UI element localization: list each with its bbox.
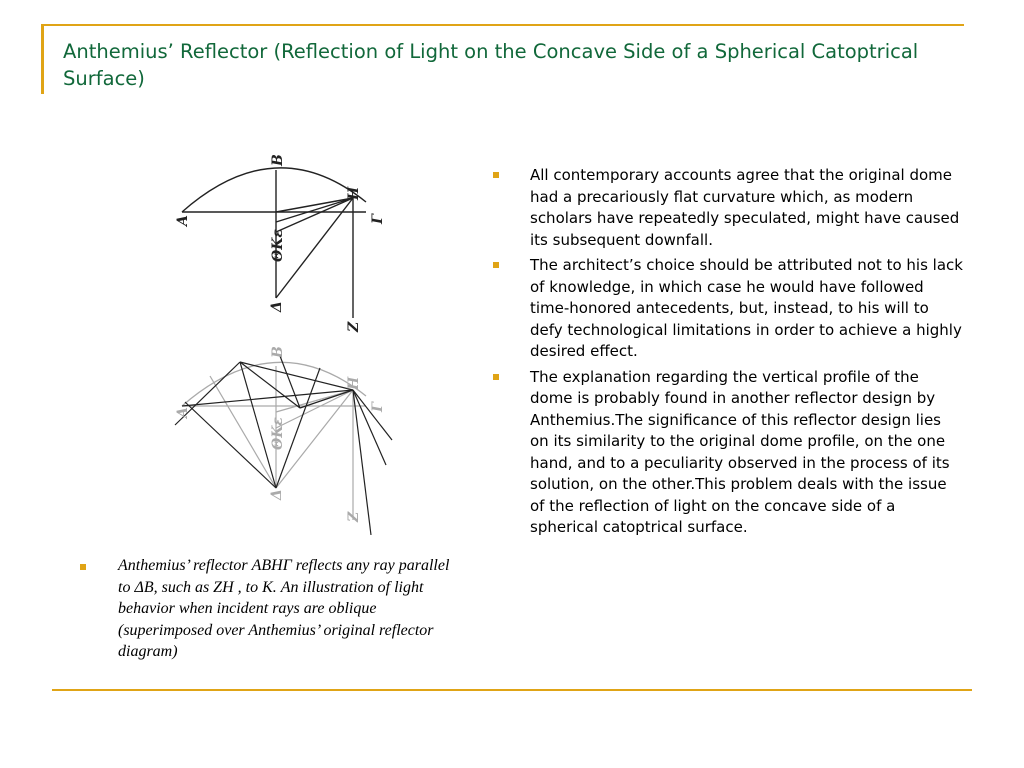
slide-title: Anthemius’ Reflector (Reflection of Ligh… — [63, 40, 919, 90]
label-a: A — [175, 215, 191, 228]
square-bullet-icon — [493, 172, 499, 178]
dark-ray-2 — [239, 361, 354, 391]
label-a-light: A — [175, 407, 191, 420]
dark-ray-6 — [239, 361, 277, 489]
bullet-list: All contemporary accounts agree that the… — [492, 165, 964, 543]
light-ray-h-delta — [275, 389, 354, 489]
label-gamma-light: Γ — [370, 401, 386, 413]
caption-text: Anthemius’ reflector ΑΒΗΓ reflects any r… — [118, 557, 450, 660]
dark-ray-11 — [352, 389, 387, 466]
bullet-text: The architect’s choice should be attribu… — [530, 256, 963, 360]
bullet-text: All contemporary accounts agree that the… — [530, 166, 960, 249]
dark-ray-4 — [184, 401, 277, 489]
label-z: Z — [346, 321, 362, 333]
dark-ray-8 — [239, 361, 301, 409]
reflected-ray-1 — [275, 197, 354, 213]
label-z-light: Z — [346, 511, 362, 523]
bottom-rule — [52, 689, 972, 691]
label-theta-k-epsilon: ΘΚε — [270, 229, 286, 262]
bullet-item: The explanation regarding the vertical p… — [492, 367, 964, 539]
label-h-light: H — [346, 376, 362, 391]
light-ray-3 — [209, 375, 277, 489]
reflector-arc-light — [181, 361, 367, 407]
label-b: B — [270, 154, 286, 167]
oblique-diagram-labels: A B ΘΚε H Γ Δ Z — [175, 346, 386, 523]
dark-ray-10 — [352, 389, 372, 535]
dark-ray-3 — [181, 389, 354, 407]
label-gamma: Γ — [370, 213, 386, 225]
original-diagram-labels: A B ΘΚε H Γ Δ Z — [175, 154, 386, 333]
top-rule — [44, 24, 964, 26]
bullet-text: The explanation regarding the vertical p… — [530, 367, 950, 537]
bullet-item: The architect’s choice should be attribu… — [492, 255, 964, 363]
square-bullet-icon — [493, 262, 499, 268]
dark-ray-1 — [174, 361, 241, 426]
dark-ray-5 — [275, 367, 321, 489]
label-delta: Δ — [269, 301, 285, 313]
bullet-item: All contemporary accounts agree that the… — [492, 165, 964, 251]
reflected-ray-2 — [275, 197, 354, 223]
dark-ray-12 — [352, 389, 393, 441]
reflected-ray-3 — [275, 197, 354, 233]
reflector-diagram: A B ΘΚε H Γ Δ Z A B ΘΚε H Γ Δ Z — [174, 154, 393, 535]
light-ray-2 — [275, 389, 354, 429]
original-reflector-diagram — [181, 167, 367, 318]
diagram-caption: Anthemius’ reflector ΑΒΗΓ reflects any r… — [78, 555, 463, 663]
square-bullet-icon — [80, 564, 86, 570]
left-rule — [41, 24, 44, 94]
label-h: H — [346, 186, 362, 201]
ray-h-delta — [275, 197, 354, 299]
square-bullet-icon — [493, 373, 499, 380]
label-b-light: B — [270, 346, 286, 359]
oblique-rays-diagram — [174, 355, 393, 535]
dark-ray-9 — [299, 389, 354, 409]
dark-ray-7 — [279, 355, 301, 409]
label-delta-light: Δ — [269, 489, 285, 501]
light-ray-1 — [275, 389, 354, 413]
reflector-arc — [181, 167, 367, 213]
label-theta-k-epsilon-light: ΘΚε — [270, 417, 286, 450]
